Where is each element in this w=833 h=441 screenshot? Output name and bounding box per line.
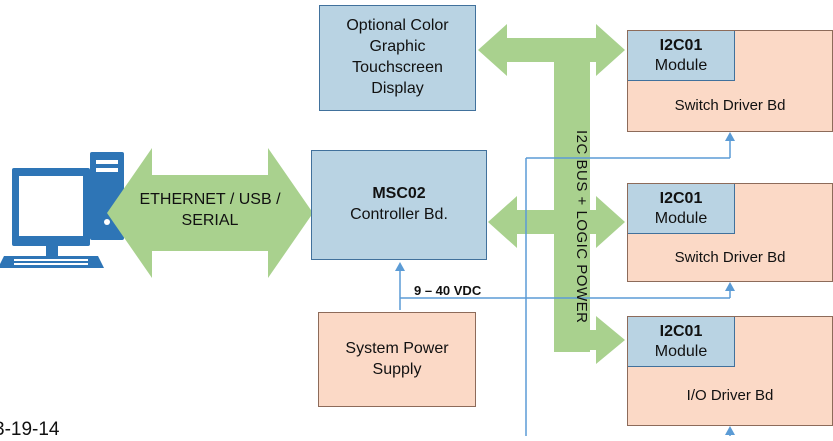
ethernet-label-line-1: ETHERNET / USB / (139, 191, 281, 208)
power-supply-line-2: Supply (372, 360, 422, 378)
module-subtitle-2: Module (654, 209, 708, 227)
display-line-3: Touchscreen (352, 59, 443, 76)
controller-box: MSC02 Controller Bd. (311, 150, 487, 260)
module-title-2: I2C01 (659, 189, 703, 207)
io-bus-arrow (554, 316, 625, 364)
module-title-1: I2C01 (659, 36, 703, 54)
controller-title: MSC02 (372, 185, 426, 203)
module-box-2: I2C01 Module Switch Driver Bd (627, 183, 833, 282)
display-line-1: Optional Color (346, 17, 449, 35)
module-header-3: I2C01 Module (628, 317, 735, 367)
display-bus-arrow (478, 24, 625, 76)
controller-bus-arrow (488, 196, 625, 248)
module-header-2: I2C01 Module (628, 184, 735, 234)
ethernet-label-line-2: SERIAL (181, 211, 239, 229)
power-supply-line-1: System Power (345, 339, 449, 357)
computer-icon (0, 152, 124, 268)
controller-subtitle: Controller Bd. (350, 206, 448, 223)
ethernet-label: ETHERNET / USB / SERIAL (130, 190, 290, 232)
ethernet-arrow (107, 148, 313, 278)
driver-label-3: I/O Driver Bd (686, 387, 774, 405)
module-box-3: I2C01 Module I/O Driver Bd (627, 316, 833, 426)
voltage-label: 9 – 40 VDC (414, 283, 482, 298)
driver-label-2: Switch Driver Bd (674, 248, 786, 266)
module-box-1: I2C01 Module Switch Driver Bd (627, 30, 833, 132)
module-header-1: I2C01 Module (628, 31, 735, 81)
bus-label: I2C BUS + LOGIC POWER (573, 130, 590, 324)
module-subtitle-1: Module (654, 56, 708, 74)
power-supply-box: System Power Supply (318, 312, 476, 407)
power-lines (399, 138, 731, 436)
display-line-2: Graphic (369, 38, 426, 56)
touchscreen-display-box: Optional Color Graphic Touchscreen Displ… (319, 5, 476, 111)
driver-label-1: Switch Driver Bd (674, 97, 786, 115)
module-subtitle-3: Module (654, 342, 708, 360)
module-title-3: I2C01 (659, 322, 703, 340)
arrowheads (395, 132, 735, 435)
date-fragment: 3-19-14 (0, 419, 60, 440)
display-line-4: Display (371, 79, 424, 97)
bus-vertical-bar (554, 62, 590, 352)
